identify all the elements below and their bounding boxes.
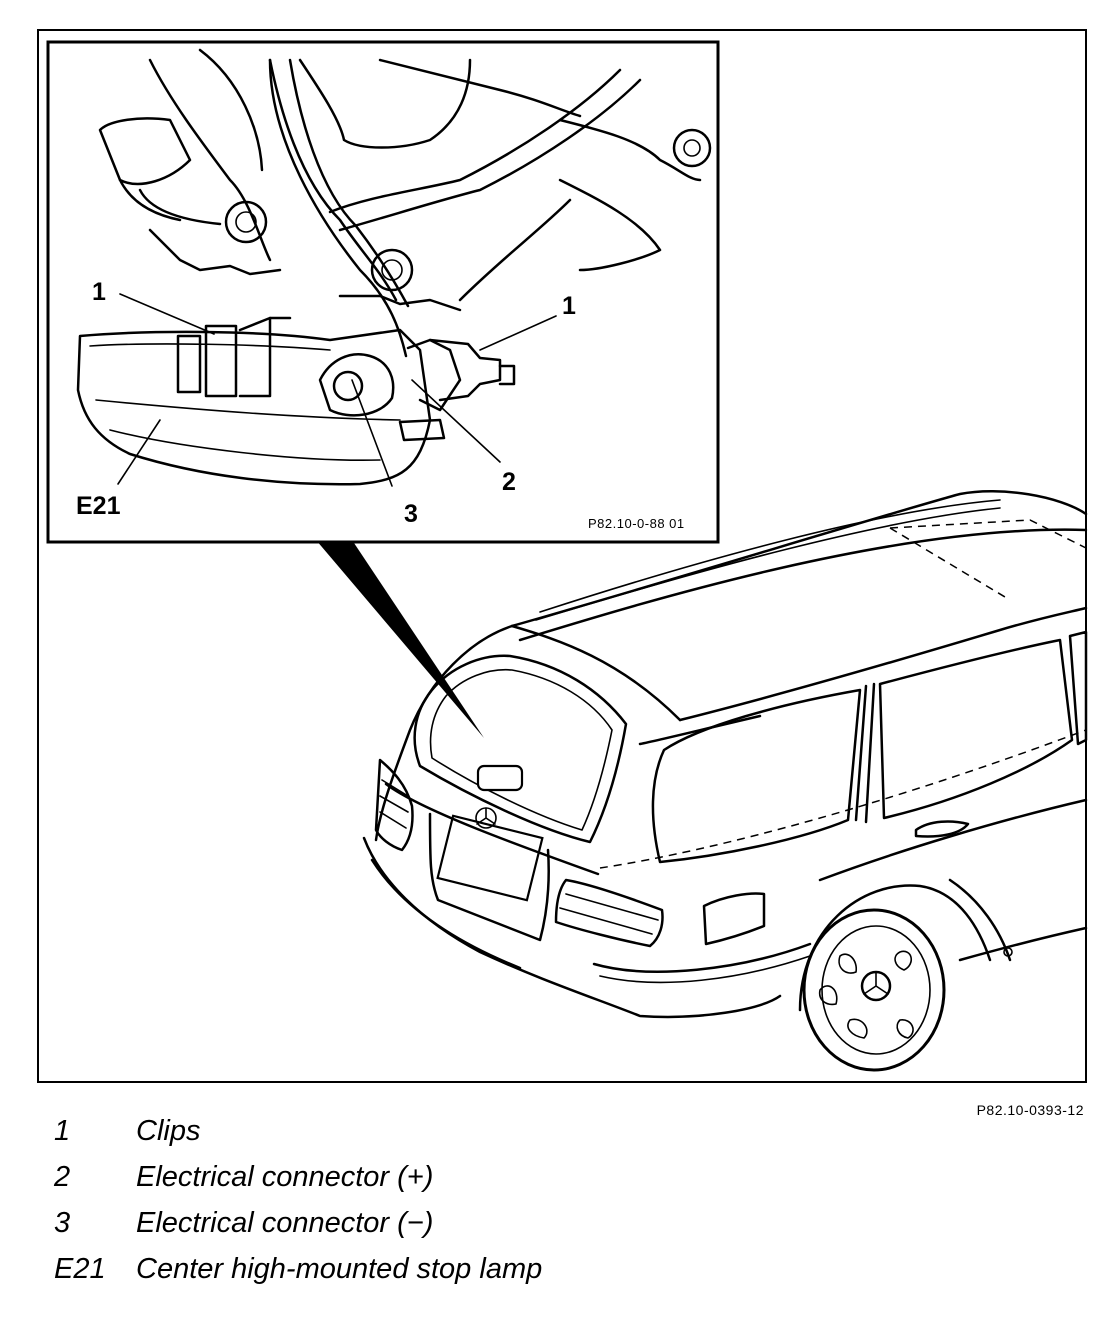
- legend: 1 Clips 2 Electrical connector (+) 3 Ele…: [54, 1108, 542, 1292]
- license-plate: [436, 814, 544, 902]
- legend-key: 2: [54, 1160, 71, 1193]
- legend-key: E21: [54, 1252, 106, 1285]
- legend-item: 3 Electrical connector (−): [54, 1200, 542, 1246]
- detail-pointer: [316, 540, 484, 738]
- legend-item: 2 Electrical connector (+): [54, 1154, 542, 1200]
- callout-connector-minus: 3: [404, 500, 418, 528]
- detail-inset-illustration: [76, 48, 712, 487]
- figure-code: P82.10-0393-12: [976, 1102, 1084, 1118]
- legend-key: 1: [54, 1114, 71, 1147]
- inset-code: P82.10-0-88 01: [588, 516, 685, 531]
- legend-item: E21 Center high-mounted stop lamp: [54, 1246, 542, 1292]
- legend-item: 1 Clips: [54, 1108, 542, 1154]
- callout-connector-plus: 2: [502, 468, 516, 496]
- legend-key: 3: [54, 1206, 71, 1239]
- rear-wheel: [802, 908, 946, 1072]
- legend-text: Clips: [136, 1114, 201, 1147]
- stop-lamp-on-car: [476, 764, 524, 792]
- station-wagon-illustration: [362, 489, 1088, 1072]
- callout-clip-left: 1: [92, 278, 106, 306]
- legend-text: Electrical connector (+): [136, 1160, 434, 1193]
- detail-inset-frame: [46, 40, 720, 544]
- legend-text: Electrical connector (−): [136, 1206, 434, 1239]
- legend-text: Center high-mounted stop lamp: [136, 1252, 543, 1285]
- outer-frame: [37, 29, 1087, 1083]
- callout-clip-right: 1: [562, 292, 576, 320]
- callout-lamp-e21: E21: [76, 492, 121, 520]
